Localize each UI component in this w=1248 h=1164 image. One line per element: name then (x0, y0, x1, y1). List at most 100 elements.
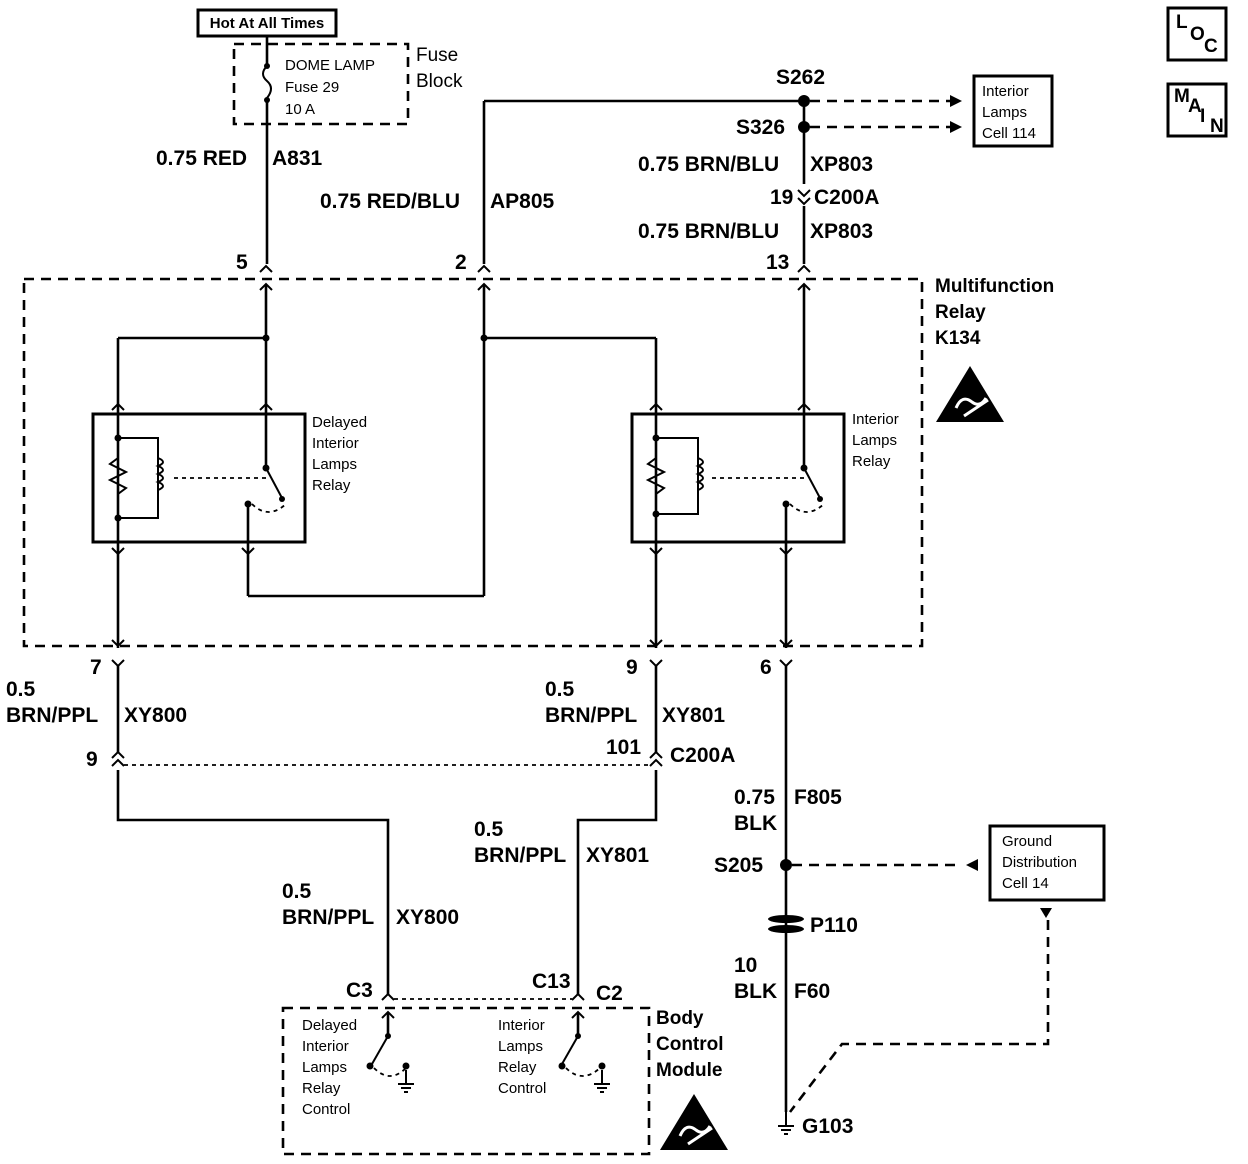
body-control-module: Body Control Module (281, 1006, 724, 1156)
svg-text:Control: Control (498, 1080, 546, 1097)
svg-text:Block: Block (416, 71, 463, 92)
svg-text:Hot At All Times: Hot At All Times (210, 15, 324, 32)
svg-text:L: L (1176, 12, 1188, 33)
svg-text:Control: Control (656, 1034, 724, 1055)
svg-text:Lamps: Lamps (852, 432, 897, 449)
splice-s205-label: S205 (714, 854, 763, 877)
interior-lamps-cell-114-ref: Interior Lamps Cell 114 (972, 74, 1054, 148)
relay-pin-2: 2 (455, 251, 467, 274)
wire-xp803-upper-color: 0.75 BRN/BLU (638, 153, 779, 176)
delayed-interior-lamps-relay: Delayed Interior Lamps Relay (91, 402, 367, 648)
svg-text:Relay: Relay (302, 1080, 341, 1097)
svg-text:Lamps: Lamps (982, 104, 1027, 121)
wire-xy800-left-circuit: XY800 (124, 704, 187, 727)
loc-navigation-icon[interactable]: L O C (1166, 6, 1228, 62)
multifunction-relay-k134: Multifunction Relay K134 (22, 276, 1054, 648)
wire-xp803-lower-circuit: XP803 (810, 220, 873, 243)
dome-lamp-fuse-icon (262, 63, 272, 103)
svg-text:O: O (1190, 24, 1205, 45)
c200a-middle-left-pin: 9 (86, 748, 98, 771)
svg-text:Control: Control (302, 1101, 350, 1118)
wire-xy801-lower-circuit: XY801 (586, 844, 649, 867)
main-navigation-icon[interactable]: M A I N (1166, 82, 1228, 138)
wire-f60-circuit: F60 (794, 980, 830, 1003)
relay-pin-13: 13 (766, 251, 789, 274)
svg-text:Module: Module (656, 1060, 723, 1081)
c200a-upper-label: C200A (814, 186, 879, 209)
esd-sensitive-icon-bcm (658, 1092, 730, 1152)
svg-text:Relay: Relay (852, 453, 891, 470)
ground-g103-icon (777, 1111, 795, 1135)
svg-text:Delayed: Delayed (312, 414, 367, 431)
svg-text:Interior: Interior (852, 411, 899, 428)
hot-at-all-times-label: Hot At All Times (196, 8, 338, 38)
connector-c200a-upper (797, 189, 811, 206)
svg-text:Interior: Interior (498, 1017, 545, 1034)
svg-text:N: N (1210, 116, 1224, 137)
svg-text:Ground: Ground (1002, 833, 1052, 850)
svg-text:Body: Body (656, 1008, 704, 1029)
svg-text:Interior: Interior (312, 435, 359, 452)
svg-text:Fuse: Fuse (416, 45, 458, 66)
splice-s262-label: S262 (776, 66, 825, 89)
wire-xp803-lower-color: 0.75 BRN/BLU (638, 220, 779, 243)
wire-xy801-upper-size: 0.5 (545, 678, 575, 701)
wire-xy800-left-size: 0.5 (6, 678, 36, 701)
relay-pin-9: 9 (626, 656, 638, 679)
splice-pack-p110-label: P110 (810, 914, 858, 937)
svg-text:10 A: 10 A (285, 101, 315, 118)
svg-text:Lamps: Lamps (302, 1059, 347, 1076)
c200a-middle-label: C200A (670, 744, 735, 767)
svg-text:Multifunction: Multifunction (935, 276, 1054, 297)
wire-f60-size: 10 (734, 954, 757, 977)
fuse-block: Fuse Block DOME LAMP Fuse 29 10 A (232, 42, 463, 126)
bcm-delayed-relay-control-switch: Delayed Interior Lamps Relay Control (302, 1010, 415, 1118)
svg-text:Interior: Interior (982, 83, 1029, 100)
svg-text:Lamps: Lamps (498, 1038, 543, 1055)
svg-text:C: C (1204, 36, 1218, 57)
svg-text:Cell 14: Cell 14 (1002, 875, 1049, 892)
wire-a831-color: 0.75 RED (156, 147, 247, 170)
wire-xy800-lower-color: BRN/PPL (282, 906, 374, 929)
ground-distribution-cell-14-ref: Ground Distribution Cell 14 (988, 824, 1106, 902)
svg-text:Cell 114: Cell 114 (982, 125, 1036, 142)
ground-g103-label: G103 (802, 1115, 853, 1138)
interior-lamps-relay: Interior Lamps Relay (630, 402, 899, 648)
bcm-connector-c2: C2 (596, 982, 623, 1005)
wire-xy800-lower-size: 0.5 (282, 880, 312, 903)
wire-ap805-color: 0.75 RED/BLU (320, 190, 460, 213)
wire-xy801-lower-color: BRN/PPL (474, 844, 566, 867)
svg-text:Delayed: Delayed (302, 1017, 357, 1034)
c200a-middle-pin: 101 (606, 736, 641, 759)
splice-pack-p110 (768, 915, 804, 933)
relay-pin-5: 5 (236, 251, 248, 274)
svg-text:Relay: Relay (498, 1059, 537, 1076)
wire-xy801-upper-color: BRN/PPL (545, 704, 637, 727)
relay-pin-7: 7 (90, 656, 102, 679)
wire-f805-size: 0.75 (734, 786, 775, 809)
svg-text:Relay: Relay (312, 477, 351, 494)
svg-text:Fuse 29: Fuse 29 (285, 79, 339, 96)
bcm-connector-c3: C3 (346, 979, 373, 1002)
bcm-interior-relay-control-switch: Interior Lamps Relay Control (498, 1010, 611, 1097)
svg-text:K134: K134 (935, 328, 981, 349)
wire-xy801-upper-circuit: XY801 (662, 704, 725, 727)
svg-text:Lamps: Lamps (312, 456, 357, 473)
wire-xy801-lower-size: 0.5 (474, 818, 504, 841)
wire-xy800-left-color: BRN/PPL (6, 704, 98, 727)
c200a-upper-pin: 19 (770, 186, 793, 209)
svg-text:A: A (1188, 96, 1202, 117)
wire-xy800-lower-circuit: XY800 (396, 906, 459, 929)
svg-text:Distribution: Distribution (1002, 854, 1077, 871)
splice-s205 (780, 859, 792, 871)
wire-f60-color: BLK (734, 980, 777, 1003)
wire-xp803-upper-circuit: XP803 (810, 153, 873, 176)
wire-a831-circuit: A831 (272, 147, 323, 170)
svg-text:Relay: Relay (935, 302, 986, 323)
wire-ap805-circuit: AP805 (490, 190, 555, 213)
svg-text:Interior: Interior (302, 1038, 349, 1055)
svg-text:M: M (1174, 86, 1190, 107)
svg-text:I: I (1200, 106, 1205, 127)
relay-pin-6: 6 (760, 656, 772, 679)
